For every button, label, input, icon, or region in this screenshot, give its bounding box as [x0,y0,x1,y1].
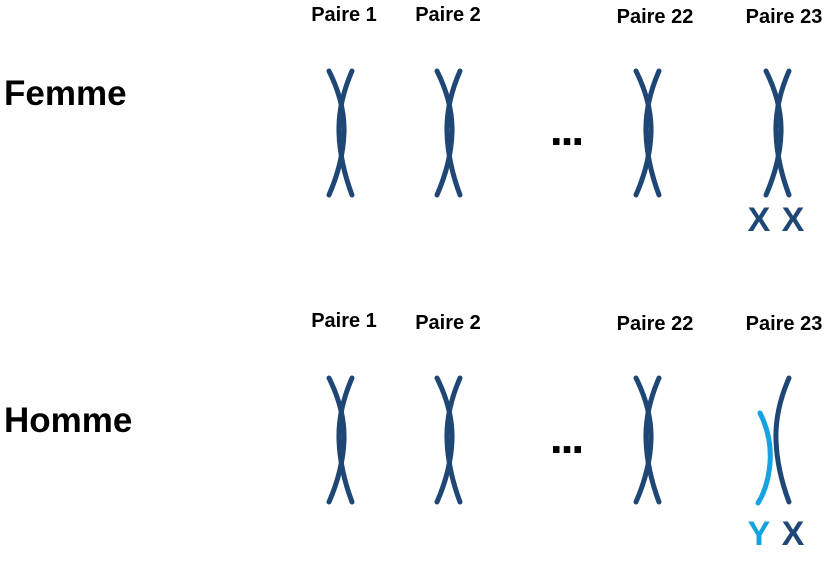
pair-label-homme-23: Paire 23 [745,313,823,335]
pair-label-homme-2: Paire 2 [415,312,481,334]
ellipsis-homme: ... [549,411,584,463]
chromosome-pair-femme-22 [633,68,662,198]
chromosome-pair-femme-2 [434,68,463,198]
chromosome-pair-femme-1 [326,68,355,198]
pair-label-femme-22: Paire 22 [616,6,694,28]
sex-chromosome-letter-homme-1: Y [747,515,771,553]
pair-label-homme-22: Paire 22 [616,313,694,335]
chromosome-pair-homme-22 [633,375,662,505]
ellipsis-femme: ... [549,103,584,155]
pair-label-femme-2: Paire 2 [415,4,481,26]
pair-label-femme-23: Paire 23 [745,6,823,28]
row-label-femme: Femme [4,74,127,113]
chromosome-pair-femme-23 [763,68,792,198]
chromosome-pair-homme-1 [326,375,355,505]
chromosome-pair-homme-23 [755,375,792,506]
pair-label-femme-1: Paire 1 [311,4,377,26]
chromosome-pair-homme-2 [434,375,463,505]
pair-label-homme-1: Paire 1 [311,310,377,332]
row-label-homme: Homme [4,401,133,440]
sex-chromosome-letter-femme-2: X [781,201,805,239]
sex-chromosome-letter-homme-2: X [781,515,805,553]
sex-chromosome-letter-femme-1: X [747,201,771,239]
